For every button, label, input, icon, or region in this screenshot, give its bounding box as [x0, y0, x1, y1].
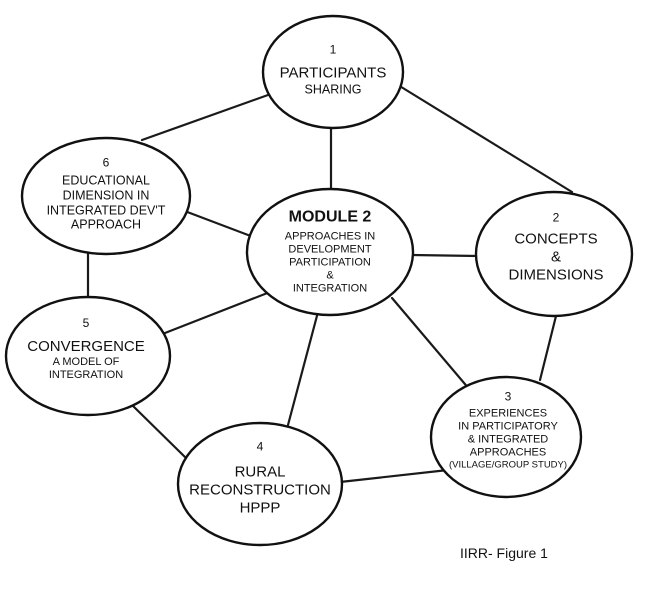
experiences-line-5: (VILLAGE/GROUP STUDY) — [448, 459, 568, 471]
concepts-line-2: DIMENSIONS — [508, 265, 604, 283]
edge-module-experiences — [390, 296, 472, 392]
module-line-5: INTEGRATION — [292, 282, 368, 295]
educational-line-2: DIMENSION IN — [62, 188, 150, 203]
node-participants — [261, 14, 405, 130]
concepts-line-1: & — [550, 248, 562, 266]
node-rural — [176, 421, 344, 547]
participants-number: 1 — [329, 42, 337, 57]
module-label: MODULE 2 APPROACHES IN DEVELOPMENT PARTI… — [285, 209, 375, 296]
edge-concepts-experiences — [538, 314, 558, 382]
edge-module-rural — [286, 310, 320, 427]
module-line-4: & — [326, 269, 334, 282]
experiences-line-4: APPROACHES — [469, 446, 547, 459]
experiences-number: 3 — [504, 389, 512, 404]
edge-convergence-rural — [130, 403, 188, 460]
edge-participants-educational — [140, 93, 270, 142]
edge-convergence-module — [163, 290, 272, 335]
experiences-line-1: EXPERIENCES — [468, 407, 548, 420]
module-line-1: APPROACHES IN — [284, 230, 376, 243]
edge-educational-module — [180, 208, 258, 240]
node-concepts — [474, 190, 634, 318]
concepts-number: 2 — [552, 210, 560, 225]
figure-caption: IIRR- Figure 1 — [460, 545, 548, 561]
convergence-label: 5 CONVERGENCE A MODEL OF INTEGRATION — [27, 316, 145, 382]
rural-title: RURAL — [234, 463, 286, 481]
edge-module-concepts — [410, 253, 480, 258]
convergence-line-2: INTEGRATION — [48, 368, 124, 381]
participants-label: 1 PARTICIPANTS SHARING — [280, 43, 387, 98]
educational-line-3: INTEGRATED DEV'T — [46, 203, 166, 218]
participants-line-1: SHARING — [304, 82, 362, 97]
rural-line-2: HPPP — [239, 498, 281, 516]
convergence-line-1: A MODEL OF — [52, 355, 120, 368]
node-convergence — [4, 295, 172, 417]
concepts-label: 2 CONCEPTS & DIMENSIONS — [508, 210, 603, 283]
module-line-2: DEVELOPMENT — [288, 243, 372, 256]
concepts-title: CONCEPTS — [514, 230, 598, 248]
participants-title: PARTICIPANTS — [279, 64, 387, 82]
rural-line-1: RECONSTRUCTION — [189, 481, 331, 499]
edge-rural-experiences — [338, 468, 450, 484]
experiences-label: 3 EXPERIENCES IN PARTICIPATORY & INTEGRA… — [449, 389, 567, 470]
module-title: MODULE 2 — [288, 208, 372, 226]
convergence-number: 5 — [82, 316, 90, 331]
educational-line-4: APPROACH — [70, 217, 142, 232]
experiences-line-2: IN PARTICIPATORY — [458, 420, 558, 433]
rural-label: 4 RURAL RECONSTRUCTION HPPP — [189, 439, 331, 516]
educational-label: 6 EDUCATIONAL DIMENSION IN INTEGRATED DE… — [47, 155, 166, 232]
experiences-line-3: & INTEGRATED — [467, 433, 549, 446]
node-module — [245, 187, 415, 317]
educational-line-1: EDUCATIONAL — [62, 173, 150, 188]
edge-participants-concepts — [396, 83, 574, 194]
node-educational — [20, 136, 192, 256]
convergence-title: CONVERGENCE — [27, 338, 145, 356]
node-experiences — [429, 375, 583, 499]
rural-number: 4 — [256, 439, 264, 454]
educational-number: 6 — [102, 155, 110, 170]
module-line-3: PARTICIPATION — [289, 256, 371, 269]
